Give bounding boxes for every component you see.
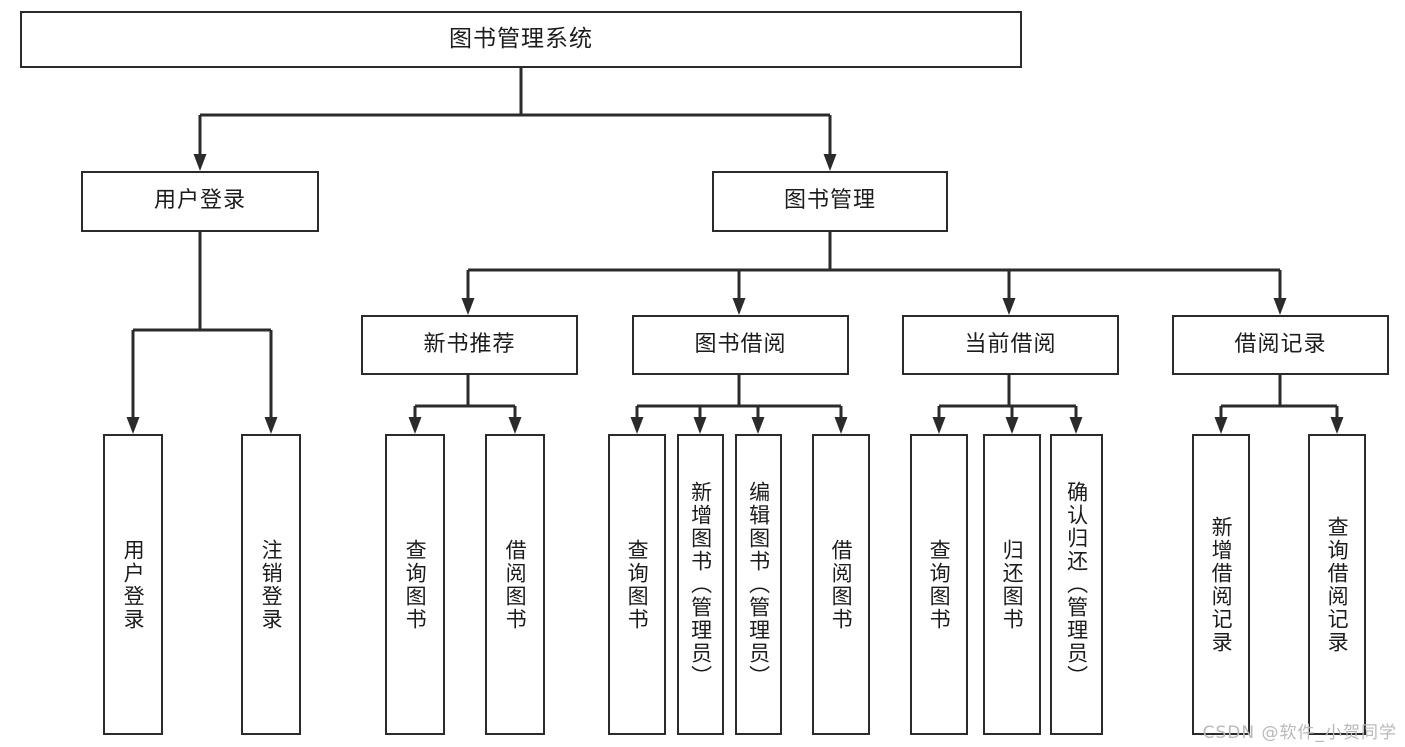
node-borrow-record[interactable]: 借阅记录 <box>1172 315 1389 375</box>
node-label-leaf-confirm-return: 确认归还（管理员） <box>1064 481 1089 688</box>
node-label-leaf-edit-book: 编辑图书（管理员） <box>746 481 771 688</box>
node-label-book-manage: 图书管理 <box>783 188 876 214</box>
arrow-head <box>751 417 765 434</box>
node-label-leaf-return-book: 归还图书 <box>1000 538 1025 631</box>
node-leaf-logout[interactable]: 注销登录 <box>241 434 301 735</box>
arrow-head <box>834 417 848 434</box>
node-label-leaf-borrow-book-2: 借阅图书 <box>829 538 854 631</box>
arrow-head <box>932 417 946 434</box>
arrow-head <box>1069 417 1083 434</box>
node-leaf-add-book[interactable]: 新增图书（管理员） <box>677 434 724 735</box>
node-leaf-borrow-book-2[interactable]: 借阅图书 <box>812 434 870 735</box>
node-label-borrow-record: 借阅记录 <box>1234 331 1327 357</box>
node-current-borrow[interactable]: 当前借阅 <box>902 315 1119 375</box>
node-root[interactable]: 图书管理系统 <box>20 11 1022 68</box>
node-label-leaf-borrow-book-1: 借阅图书 <box>503 538 528 631</box>
node-label-leaf-query-book-2: 查询图书 <box>625 538 650 631</box>
node-new-book-rec[interactable]: 新书推荐 <box>361 315 578 375</box>
node-label-leaf-add-book: 新增图书（管理员） <box>688 481 713 688</box>
arrow-head <box>193 154 207 171</box>
node-leaf-edit-book[interactable]: 编辑图书（管理员） <box>735 434 782 735</box>
arrow-head <box>1273 298 1287 315</box>
node-label-leaf-user-login: 用户登录 <box>121 538 146 631</box>
arrow-head <box>1002 298 1016 315</box>
node-label-leaf-logout: 注销登录 <box>259 538 284 631</box>
node-leaf-query-book-3[interactable]: 查询图书 <box>910 434 968 735</box>
node-book-borrow[interactable]: 图书借阅 <box>632 315 849 375</box>
node-label-book-borrow: 图书借阅 <box>694 331 787 357</box>
node-leaf-query-record[interactable]: 查询借阅记录 <box>1308 434 1366 735</box>
arrow-head <box>461 298 475 315</box>
arrow-head <box>408 417 422 434</box>
node-label-leaf-query-book-3: 查询图书 <box>927 538 952 631</box>
arrow-head <box>823 154 837 171</box>
node-label-root: 图书管理系统 <box>449 25 593 52</box>
node-user-login[interactable]: 用户登录 <box>81 171 319 232</box>
node-label-current-borrow: 当前借阅 <box>964 331 1057 357</box>
arrow-head <box>732 298 746 315</box>
node-label-user-login: 用户登录 <box>153 188 246 214</box>
arrow-head <box>126 417 140 434</box>
arrow-head <box>264 417 278 434</box>
connector-layer <box>126 68 1344 434</box>
node-book-manage[interactable]: 图书管理 <box>712 171 948 232</box>
arrow-head <box>693 417 707 434</box>
node-label-leaf-add-record: 新增借阅记录 <box>1209 515 1234 654</box>
node-leaf-confirm-return[interactable]: 确认归还（管理员） <box>1050 434 1103 735</box>
node-leaf-user-login[interactable]: 用户登录 <box>103 434 163 735</box>
arrow-head <box>630 417 644 434</box>
arrow-head <box>508 417 522 434</box>
node-leaf-add-record[interactable]: 新增借阅记录 <box>1192 434 1250 735</box>
arrow-head <box>1214 417 1228 434</box>
node-leaf-borrow-book-1[interactable]: 借阅图书 <box>485 434 545 735</box>
node-leaf-return-book[interactable]: 归还图书 <box>983 434 1041 735</box>
node-leaf-query-book-2[interactable]: 查询图书 <box>608 434 666 735</box>
arrow-head <box>1330 417 1344 434</box>
node-label-new-book-rec: 新书推荐 <box>423 331 516 357</box>
node-label-leaf-query-book-1: 查询图书 <box>403 538 428 631</box>
node-leaf-query-book-1[interactable]: 查询图书 <box>385 434 445 735</box>
node-label-leaf-query-record: 查询借阅记录 <box>1325 515 1350 654</box>
arrow-head <box>1005 417 1019 434</box>
